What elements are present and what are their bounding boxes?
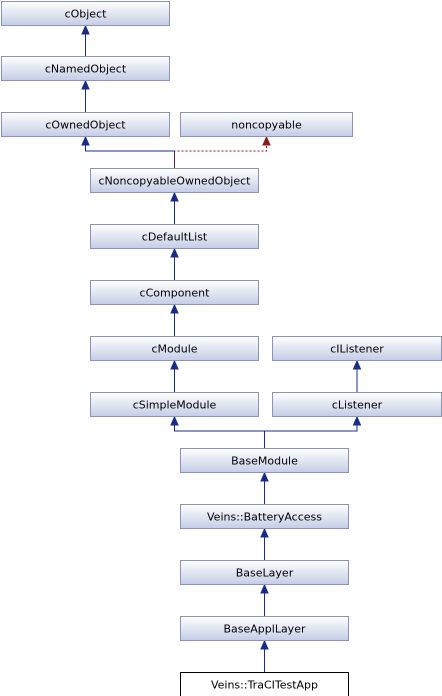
class-label: cDefaultList xyxy=(142,231,208,244)
edge-baselayer-to-batteryaccess xyxy=(260,527,269,560)
arrowhead xyxy=(352,415,362,426)
class-node-csimplemodule[interactable]: cSimpleModule xyxy=(90,392,259,417)
class-node-cilistener[interactable]: cIListener xyxy=(272,336,442,361)
arrowhead xyxy=(262,135,271,146)
edge-batteryaccess-to-basemodule xyxy=(260,471,269,504)
edge-baseappllayer-to-baselayer xyxy=(260,583,269,616)
edge-clistener-to-cilistener xyxy=(352,359,362,392)
arrowhead xyxy=(81,24,90,35)
class-label: cIListener xyxy=(330,343,384,356)
class-node-cobject[interactable]: cObject xyxy=(1,1,170,26)
edge-csimplemodule-to-cmodule xyxy=(170,359,179,392)
edge-cownedobject-to-cnamedobject xyxy=(81,79,90,112)
edge-cnoncopyableownedobject-to-noncopyable xyxy=(174,135,271,168)
class-box xyxy=(90,168,259,193)
class-node-batteryaccess[interactable]: Veins::BatteryAccess xyxy=(180,504,349,529)
arrowhead xyxy=(170,303,179,314)
edge-tracitestapp-to-baseappllayer xyxy=(260,639,269,672)
class-node-tracitestapp[interactable]: Veins::TraCITestApp xyxy=(180,672,349,696)
class-node-baseappllayer[interactable]: BaseApplLayer xyxy=(180,616,349,641)
edge-ccomponent-to-cdefaultlist xyxy=(170,247,179,280)
edge-line xyxy=(174,144,267,168)
class-node-cmodule[interactable]: cModule xyxy=(90,336,259,361)
class-box xyxy=(90,336,259,361)
class-label: BaseApplLayer xyxy=(223,623,305,636)
arrowhead xyxy=(170,359,179,370)
class-box xyxy=(1,1,170,26)
edges xyxy=(81,24,362,672)
class-label: cListener xyxy=(332,399,383,412)
edge-cnamedobject-to-cobject xyxy=(81,24,90,56)
arrowhead xyxy=(260,583,269,594)
class-label: BaseLayer xyxy=(236,567,294,580)
edge-cnoncopyableownedobject-to-cownedobject xyxy=(81,135,175,168)
class-box xyxy=(90,224,259,249)
arrowhead xyxy=(260,527,269,538)
arrowhead xyxy=(170,191,179,202)
class-node-cnoncopyableownedobject[interactable]: cNoncopyableOwnedObject xyxy=(90,168,259,193)
class-label: Veins::BatteryAccess xyxy=(207,511,322,524)
class-node-noncopyable[interactable]: noncopyable xyxy=(180,112,353,137)
class-box xyxy=(180,448,349,473)
class-node-baselayer[interactable]: BaseLayer xyxy=(180,560,349,585)
class-box xyxy=(90,392,259,417)
edge-basemodule-to-csimplemodule xyxy=(170,415,265,448)
arrowhead xyxy=(170,415,179,426)
arrowhead xyxy=(260,471,269,482)
edge-line xyxy=(85,144,175,168)
class-node-cownedobject[interactable]: cOwnedObject xyxy=(1,112,170,137)
class-box xyxy=(1,112,170,137)
class-label: BaseModule xyxy=(231,455,298,468)
class-box xyxy=(1,56,170,81)
class-box xyxy=(272,392,442,417)
edge-basemodule-to-clistener xyxy=(264,415,362,448)
class-box xyxy=(180,112,353,137)
class-box xyxy=(180,616,349,641)
class-label: cComponent xyxy=(140,287,211,300)
class-node-cdefaultlist[interactable]: cDefaultList xyxy=(90,224,259,249)
class-box xyxy=(180,504,349,529)
edge-cmodule-to-ccomponent xyxy=(170,303,179,336)
class-node-ccomponent[interactable]: cComponent xyxy=(90,280,259,305)
class-box xyxy=(180,560,349,585)
arrowhead xyxy=(170,247,179,258)
edge-line xyxy=(264,424,358,448)
edge-line xyxy=(174,424,265,448)
class-node-basemodule[interactable]: BaseModule xyxy=(180,448,349,473)
class-label: cNamedObject xyxy=(45,63,127,76)
class-node-cnamedobject[interactable]: cNamedObject xyxy=(1,56,170,81)
class-label: Veins::TraCITestApp xyxy=(211,679,318,692)
class-node-clistener[interactable]: cListener xyxy=(272,392,442,417)
arrowhead xyxy=(81,79,90,90)
class-box xyxy=(90,280,259,305)
class-label: cObject xyxy=(65,8,108,21)
arrowhead xyxy=(260,639,269,650)
arrowhead xyxy=(352,359,362,370)
edge-cdefaultlist-to-cnoncopyableownedobject xyxy=(170,191,179,224)
class-box xyxy=(180,672,349,696)
class-label: cSimpleModule xyxy=(133,399,217,412)
class-box xyxy=(272,336,442,361)
class-label: cModule xyxy=(151,343,197,356)
class-label: cNoncopyableOwnedObject xyxy=(99,175,252,188)
class-label: noncopyable xyxy=(231,119,302,132)
class-label: cOwnedObject xyxy=(45,119,126,132)
arrowhead xyxy=(81,135,90,146)
